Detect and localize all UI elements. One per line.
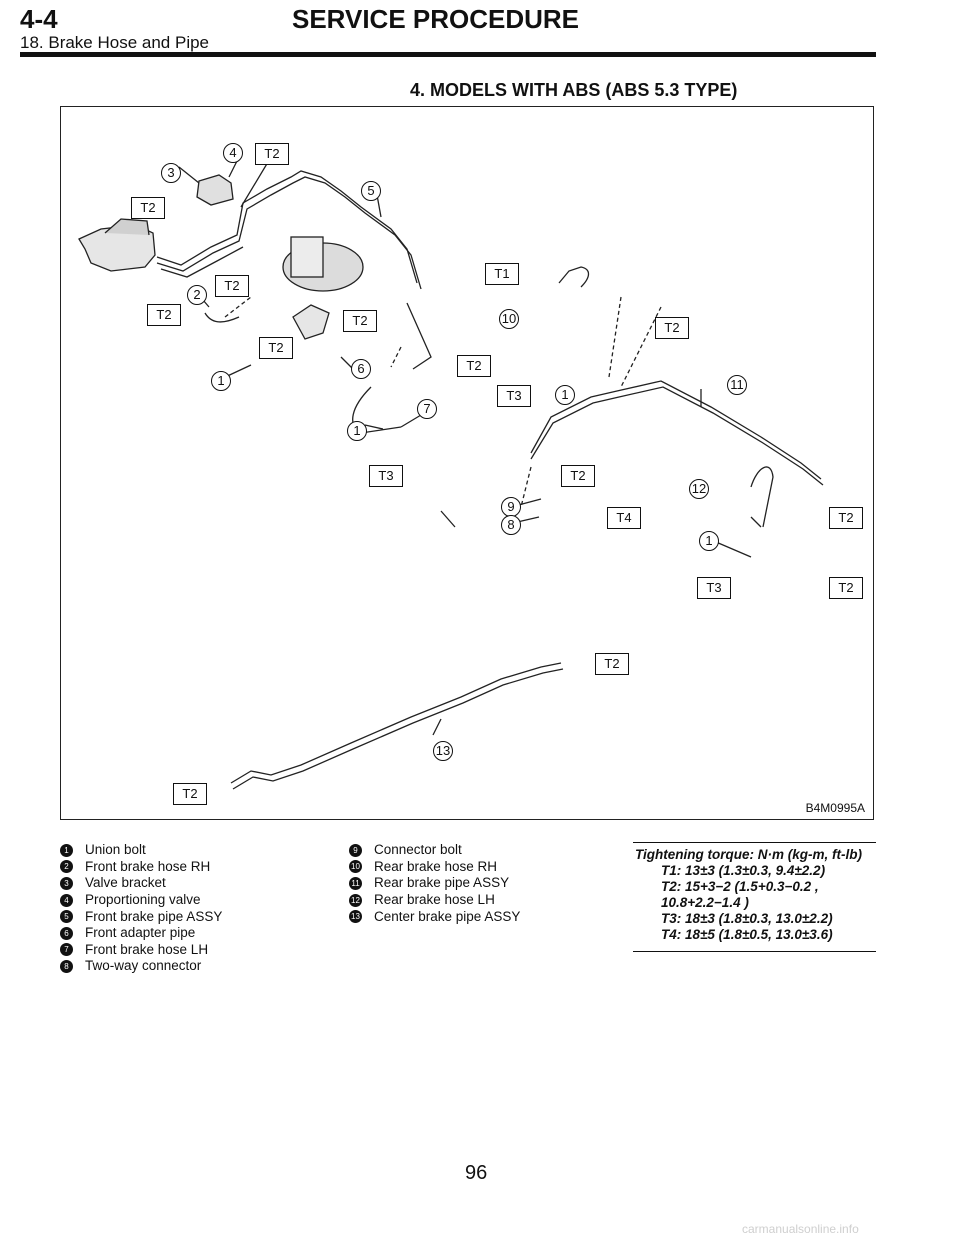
legend-number: 6 — [60, 926, 73, 940]
torque-tag: T2 — [343, 310, 377, 332]
legend-item: 5 Front brake pipe ASSY — [60, 908, 222, 925]
callout-number: 2 — [187, 285, 207, 305]
legend-item: 8 Two-way connector — [60, 958, 222, 975]
legend-item: 9 Connector bolt — [349, 842, 520, 859]
legend-item: 4 Proportioning valve — [60, 892, 222, 909]
torque-heading: Tightening torque: N·m (kg-m, ft-lb) — [635, 847, 862, 862]
legend-number: 1 — [60, 843, 73, 857]
legend-text: Front adapter pipe — [85, 925, 196, 941]
legend-text: Two-way connector — [85, 958, 202, 974]
legend-text: Front brake hose LH — [85, 941, 209, 957]
torque-value-t3: T3: 18±3 (1.8±0.3, 13.0±2.2) — [661, 911, 833, 926]
header-rule — [20, 52, 876, 57]
legend-text: Rear brake hose RH — [374, 858, 498, 874]
callout-number: 1 — [347, 421, 367, 441]
legend-text: Front brake hose RH — [85, 858, 211, 874]
torque-tag: T2 — [595, 653, 629, 675]
torque-tag: T2 — [655, 317, 689, 339]
callout-number: 3 — [161, 163, 181, 183]
torque-tag: T2 — [173, 783, 207, 805]
callout-number: 9 — [501, 497, 521, 517]
torque-tag: T2 — [829, 507, 863, 529]
torque-tag: T3 — [369, 465, 403, 487]
torque-tag: T3 — [497, 385, 531, 407]
callout-number: 4 — [223, 143, 243, 163]
legend-item: 10 Rear brake hose RH — [349, 859, 520, 876]
callout-number: 5 — [361, 181, 381, 201]
legend-item: 12 Rear brake hose LH — [349, 892, 520, 909]
legend-number: 4 — [60, 893, 73, 907]
legend-number: 3 — [60, 876, 73, 890]
legend-number: 8 — [60, 959, 73, 973]
legend-text: Union bolt — [85, 842, 146, 858]
legend-number: 11 — [349, 876, 362, 890]
section-subtitle: 18. Brake Hose and Pipe — [20, 33, 210, 52]
legend-number: 2 — [60, 860, 73, 874]
torque-tag: T2 — [131, 197, 165, 219]
legend-number: 13 — [349, 910, 362, 924]
tightening-torque-box: Tightening torque: N·m (kg-m, ft-lb) T1:… — [633, 842, 876, 952]
legend-number: 12 — [349, 893, 362, 907]
torque-value-t4: T4: 18±5 (1.8±0.5, 13.0±3.6) — [661, 927, 833, 942]
torque-tag: T2 — [255, 143, 289, 165]
callout-number: 13 — [433, 741, 453, 761]
torque-value-t2: T2: 15+3−2 (1.5+0.3−0.2 , 10.8+2.2−1.4 ) — [661, 879, 819, 910]
torque-tag: T2 — [147, 304, 181, 326]
legend-item: 13 Center brake pipe ASSY — [349, 908, 520, 925]
legend-text: Rear brake hose LH — [374, 892, 495, 908]
callout-number: 1 — [211, 371, 231, 391]
legend-text: Rear brake pipe ASSY — [374, 875, 510, 891]
callout-number: 6 — [351, 359, 371, 379]
legend-item: 1 Union bolt — [60, 842, 222, 859]
torque-tag: T2 — [457, 355, 491, 377]
callout-number: 8 — [501, 515, 521, 535]
section-number: 4-4 — [20, 4, 58, 34]
legend-number: 9 — [349, 843, 362, 857]
legend-number: 7 — [60, 943, 73, 957]
legend-left: 1 Union bolt 2 Front brake hose RH 3 Valve … — [60, 842, 222, 975]
torque-tag: T1 — [485, 263, 519, 285]
callout-number: 1 — [699, 531, 719, 551]
callout-number: 12 — [689, 479, 709, 499]
legend-text: Front brake pipe ASSY — [85, 908, 223, 924]
legend-text: Center brake pipe ASSY — [374, 908, 521, 924]
legend-item: 3 Valve bracket — [60, 875, 222, 892]
page-number: 96 — [465, 1162, 488, 1184]
figure-code: B4M0995A — [805, 801, 865, 815]
torque-tag: T2 — [561, 465, 595, 487]
footer-watermark: carmanualsonline.info — [742, 1222, 859, 1236]
brake-layout-figure: T2 T2 T2 T2 T2 T2 T2 T2 T1 T2 T3 T3 T2 T… — [60, 106, 874, 820]
legend-item: 11 Rear brake pipe ASSY — [349, 875, 520, 892]
torque-tag: T2 — [829, 577, 863, 599]
brake-pipe-drawing — [78, 152, 824, 790]
legend-number: 5 — [60, 910, 73, 924]
legend-item: 7 Front brake hose LH — [60, 942, 222, 959]
legend-text: Valve bracket — [85, 875, 166, 891]
callout-number: 1 — [555, 385, 575, 405]
callout-number: 7 — [417, 399, 437, 419]
torque-value-t1: T1: 13±3 (1.3±0.3, 9.4±2.2) — [661, 863, 826, 878]
legend-text: Connector bolt — [374, 842, 462, 858]
torque-tag: T2 — [215, 275, 249, 297]
torque-tag: T3 — [697, 577, 731, 599]
legend-item: 2 Front brake hose RH — [60, 859, 222, 876]
legend-item: 6 Front adapter pipe — [60, 925, 222, 942]
figure-heading: 4. MODELS WITH ABS (ABS 5.3 TYPE) — [410, 80, 738, 100]
legend-text: Proportioning valve — [85, 892, 201, 908]
torque-tag: T2 — [259, 337, 293, 359]
section-title: SERVICE PROCEDURE — [292, 4, 580, 34]
torque-tag: T4 — [607, 507, 641, 529]
callout-number: 10 — [499, 309, 519, 329]
callout-number: 11 — [727, 375, 747, 395]
legend-number: 10 — [349, 860, 362, 874]
